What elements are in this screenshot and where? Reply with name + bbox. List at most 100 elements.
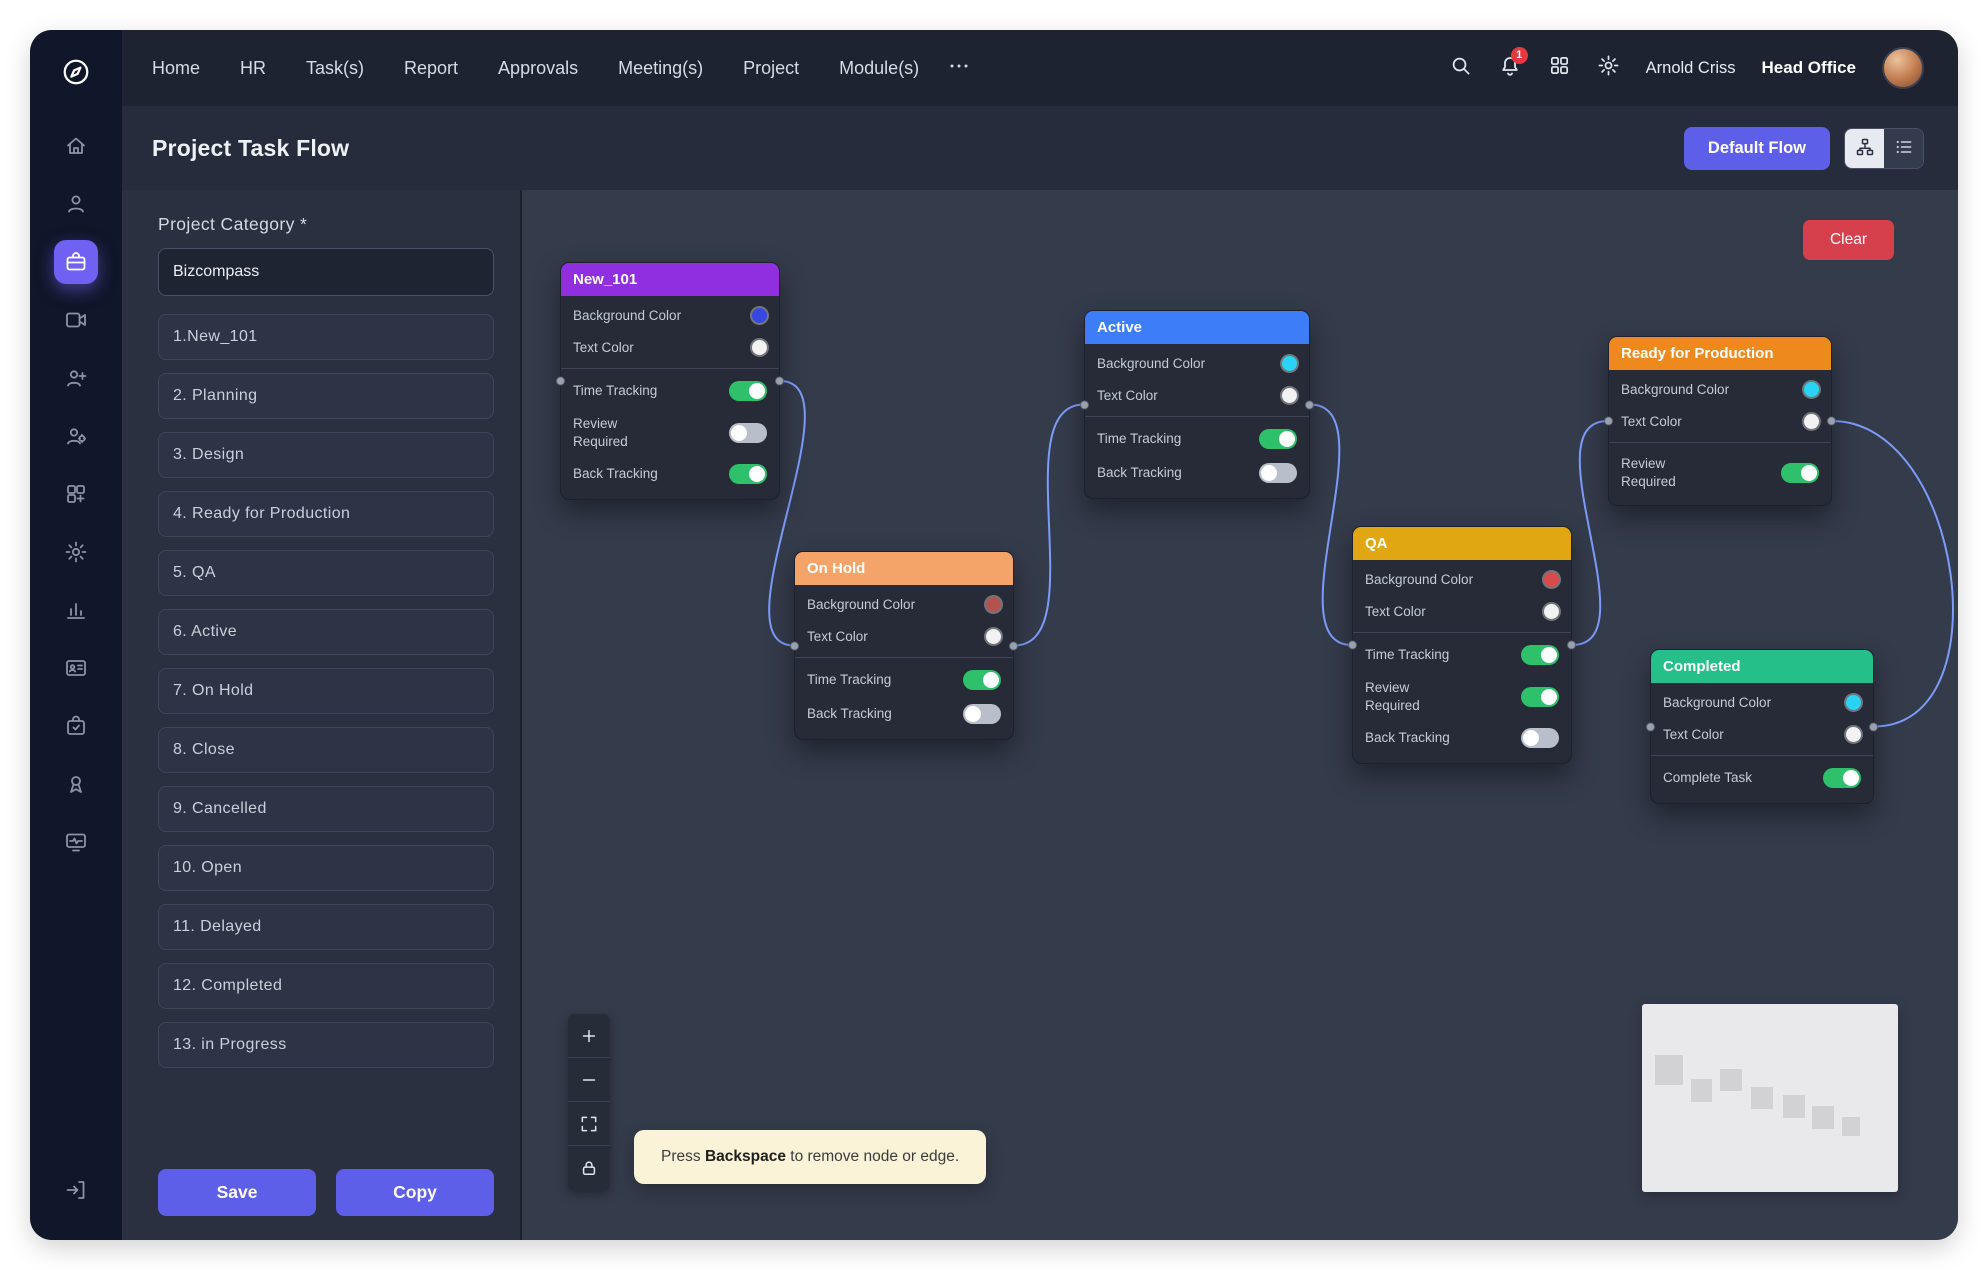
background-color-dot[interactable] — [752, 308, 767, 324]
list-view-icon[interactable] — [1884, 128, 1923, 168]
flow-view-icon[interactable] — [1845, 128, 1884, 168]
briefcase-icon[interactable] — [54, 240, 98, 284]
node-handle-left[interactable] — [556, 376, 565, 386]
category-item-12-completed[interactable]: 12. Completed — [158, 963, 494, 1009]
category-input[interactable] — [158, 248, 494, 296]
category-item-7-on-hold[interactable]: 7. On Hold — [158, 668, 494, 714]
node-handle-left[interactable] — [790, 641, 799, 651]
user-gear-icon[interactable] — [54, 414, 98, 458]
back-tracking-toggle[interactable] — [1521, 728, 1559, 749]
save-button[interactable]: Save — [158, 1169, 316, 1216]
category-item-1-new-101[interactable]: 1.New_101 — [158, 314, 494, 360]
category-item-5-qa[interactable]: 5. QA — [158, 550, 494, 596]
avatar[interactable] — [1882, 47, 1924, 89]
text-color-dot[interactable] — [1804, 413, 1819, 429]
flow-edge-onhold-active[interactable] — [1013, 403, 1085, 647]
copy-button[interactable]: Copy — [336, 1169, 494, 1216]
settings-gear-icon[interactable] — [1597, 54, 1620, 82]
notifications-bell-icon[interactable]: 1 — [1498, 46, 1528, 83]
nav-item-module-s[interactable]: Module(s) — [839, 57, 920, 78]
minimap[interactable] — [1642, 1004, 1898, 1192]
text-color-dot[interactable] — [1846, 726, 1861, 742]
category-item-3-design[interactable]: 3. Design — [158, 432, 494, 478]
user-plus-icon[interactable] — [54, 356, 98, 400]
node-handle-left[interactable] — [1080, 400, 1089, 410]
node-handle-right[interactable] — [1009, 641, 1018, 651]
nav-item-project[interactable]: Project — [743, 57, 800, 78]
nav-item-task-s[interactable]: Task(s) — [306, 57, 365, 78]
nav-item-hr[interactable]: HR — [240, 57, 267, 78]
node-handle-left[interactable] — [1646, 722, 1655, 732]
nav-item-home[interactable]: Home — [152, 57, 201, 78]
home-icon[interactable] — [54, 124, 98, 168]
clear-button[interactable]: Clear — [1802, 220, 1894, 260]
zoom-minus-icon[interactable] — [568, 1058, 610, 1102]
zoom-plus-icon[interactable] — [568, 1014, 610, 1058]
category-item-11-delayed[interactable]: 11. Delayed — [158, 904, 494, 950]
category-item-4-ready-for-production[interactable]: 4. Ready for Production — [158, 491, 494, 537]
nav-item-meeting-s[interactable]: Meeting(s) — [618, 57, 704, 78]
category-item-9-cancelled[interactable]: 9. Cancelled — [158, 786, 494, 832]
category-item-10-open[interactable]: 10. Open — [158, 845, 494, 891]
back-tracking-toggle[interactable] — [729, 464, 767, 485]
review-required-toggle[interactable] — [729, 422, 767, 443]
time-tracking-toggle[interactable] — [963, 670, 1001, 691]
monitor-pulse-icon[interactable] — [54, 820, 98, 864]
bag-check-icon[interactable] — [54, 704, 98, 748]
review-required-toggle[interactable] — [1781, 462, 1819, 483]
node-handle-left[interactable] — [1604, 416, 1613, 426]
background-color-dot[interactable] — [1544, 572, 1559, 588]
time-tracking-toggle[interactable] — [1521, 645, 1559, 666]
back-tracking-toggle[interactable] — [1259, 463, 1297, 484]
review-required-toggle[interactable] — [1521, 686, 1559, 707]
background-color-dot[interactable] — [1804, 382, 1819, 398]
flow-edge-ready-completed[interactable] — [1831, 420, 1954, 728]
time-tracking-toggle[interactable] — [729, 381, 767, 402]
node-handle-left[interactable] — [1348, 640, 1357, 650]
text-color-dot[interactable] — [986, 628, 1001, 644]
category-item-13-in-progress[interactable]: 13. in Progress — [158, 1022, 494, 1068]
gear-icon[interactable] — [54, 530, 98, 574]
nav-item-report[interactable]: Report — [404, 57, 459, 78]
background-color-dot[interactable] — [1282, 356, 1297, 372]
logout-icon[interactable] — [54, 1170, 98, 1214]
node-handle-right[interactable] — [1827, 416, 1836, 426]
category-item-6-active[interactable]: 6. Active — [158, 609, 494, 655]
zoom-fit-icon[interactable] — [568, 1102, 610, 1146]
chart-icon[interactable] — [54, 588, 98, 632]
medal-icon[interactable] — [54, 762, 98, 806]
complete-task-toggle[interactable] — [1823, 768, 1861, 789]
user-icon[interactable] — [54, 182, 98, 226]
zoom-lock-icon[interactable] — [568, 1146, 610, 1190]
video-icon[interactable] — [54, 298, 98, 342]
category-item-8-close[interactable]: 8. Close — [158, 727, 494, 773]
background-color-dot[interactable] — [1846, 695, 1861, 711]
search-icon[interactable] — [1449, 54, 1472, 82]
apps-grid-icon[interactable] — [1548, 54, 1571, 82]
text-color-dot[interactable] — [1544, 603, 1559, 619]
default-flow-button[interactable]: Default Flow — [1683, 126, 1830, 170]
time-tracking-toggle[interactable] — [1259, 429, 1297, 450]
node-handle-right[interactable] — [1567, 640, 1576, 650]
modules-icon[interactable] — [54, 472, 98, 516]
nav-more-icon[interactable] — [947, 54, 971, 83]
text-color-dot[interactable] — [752, 339, 767, 355]
text-color-dot[interactable] — [1282, 387, 1297, 403]
flow-edge-active-qa[interactable] — [1309, 403, 1353, 646]
flow-edge-qa-ready[interactable] — [1571, 420, 1609, 646]
node-handle-right[interactable] — [775, 376, 784, 386]
id-card-icon[interactable] — [54, 646, 98, 690]
node-handle-right[interactable] — [1869, 722, 1878, 732]
back-tracking-toggle[interactable] — [963, 704, 1001, 725]
nav-item-approvals[interactable]: Approvals — [498, 57, 579, 78]
category-item-2-planning[interactable]: 2. Planning — [158, 373, 494, 419]
flow-edge-new101-onhold[interactable] — [768, 380, 806, 647]
node-handle-right[interactable] — [1305, 400, 1314, 410]
